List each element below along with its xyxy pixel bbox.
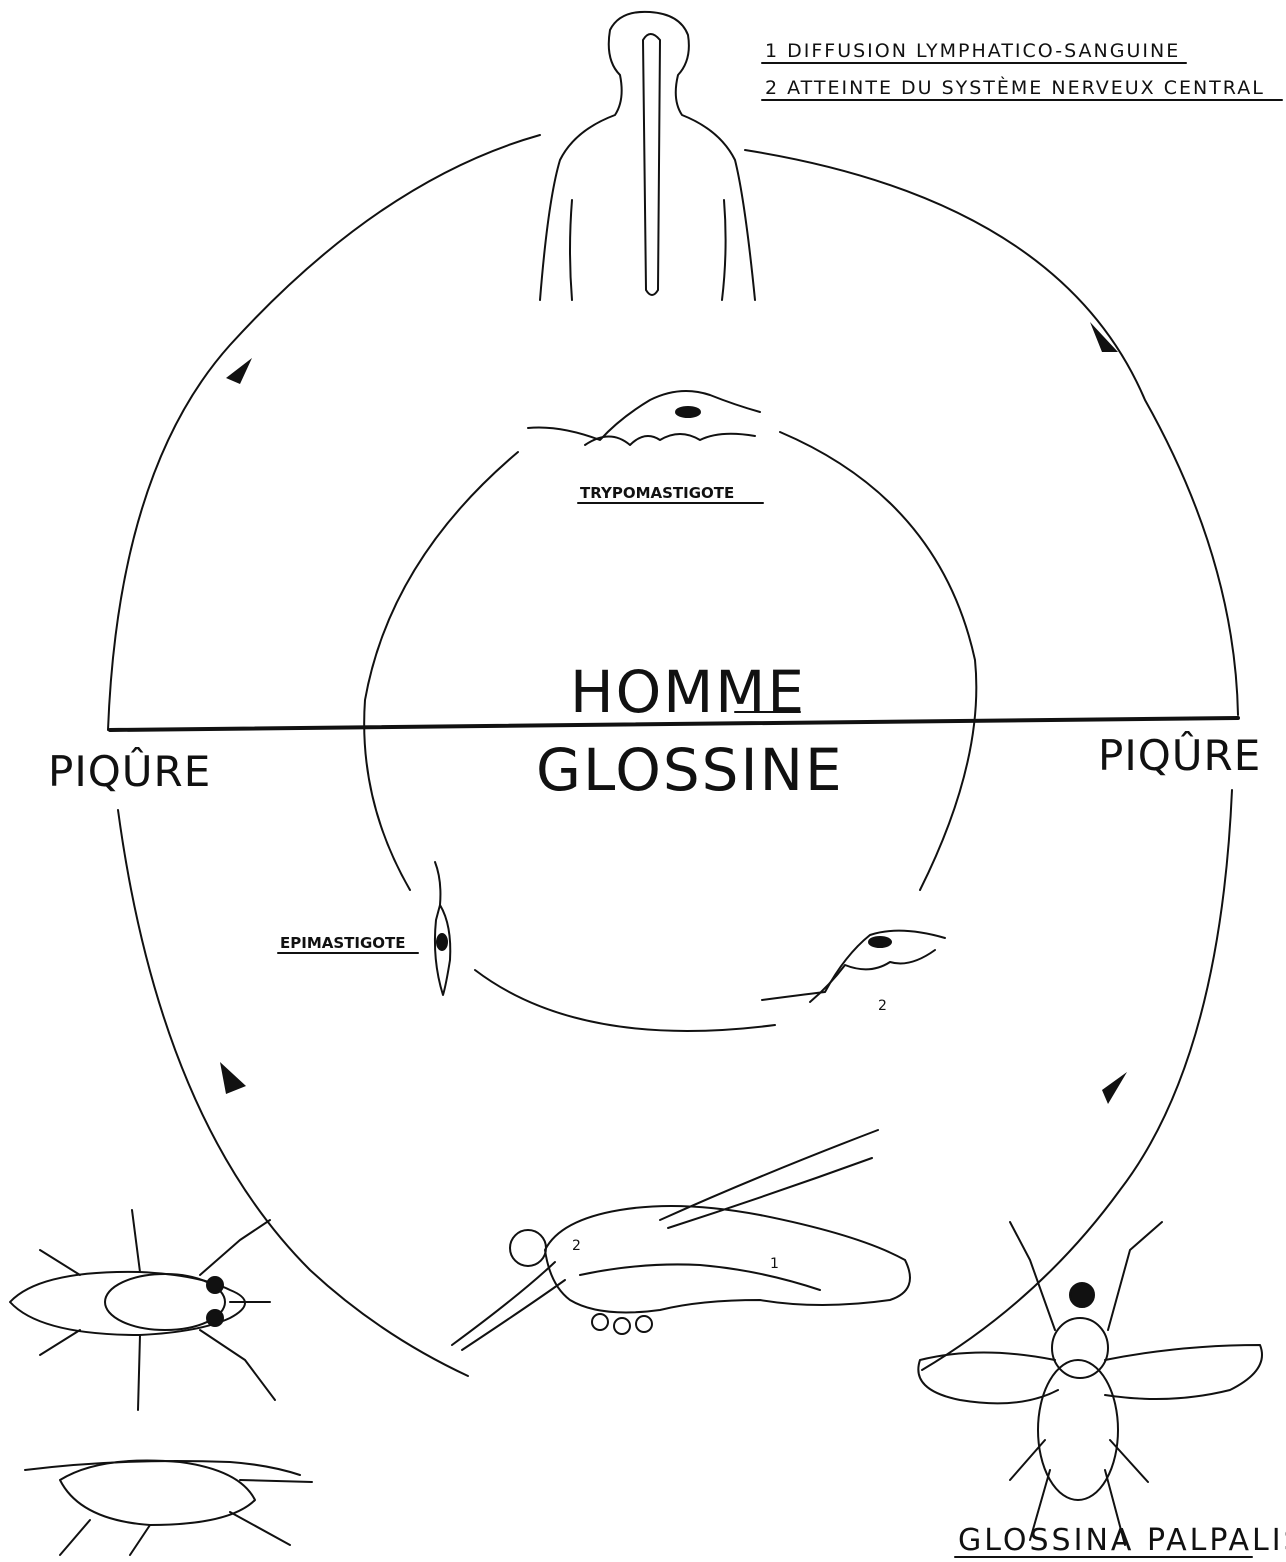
tsetse-fly-top-icon [10,1210,275,1410]
human-torso-icon [540,12,755,300]
host-label-homme: HOMME [570,658,806,726]
cycle-arrow-icon [1102,1072,1127,1104]
host-label-glossine: GLOSSINE [536,736,844,804]
stage-marker-2: 2 [878,998,887,1014]
epimastigote-label: EPIMASTIGOTE [280,934,406,952]
epimastigote-icon [435,862,450,995]
cycle-arrow-icon [220,1062,246,1094]
piqure-left-label: PIQÛRE [48,746,211,796]
legend-item-1: 1 DIFFUSION LYMPHATICO-SANGUINE [765,40,1180,62]
trypanosome-icon [762,931,945,1002]
trypanosome-icon [528,391,760,445]
legend: 1 DIFFUSION LYMPHATICO-SANGUINE 2 ATTEIN… [762,40,1282,100]
cycle-arrow-icon [226,358,252,384]
cycle-arrow-icon [1090,322,1118,352]
fly-digestive-tract-icon [452,1130,910,1350]
legend-item-2: 2 ATTEINTE DU SYSTÈME NERVEUX CENTRAL [765,76,1265,99]
gut-marker-2: 2 [572,1238,581,1254]
species-label: GLOSSINA PALPALIS [958,1523,1286,1558]
gut-marker-1: 1 [770,1256,779,1272]
tsetse-fly-top-icon [918,1222,1262,1545]
trypomastigote-label: TRYPOMASTIGOTE [580,484,734,502]
tsetse-fly-side-icon [25,1460,312,1555]
piqure-right-label: PIQÛRE [1098,730,1261,780]
